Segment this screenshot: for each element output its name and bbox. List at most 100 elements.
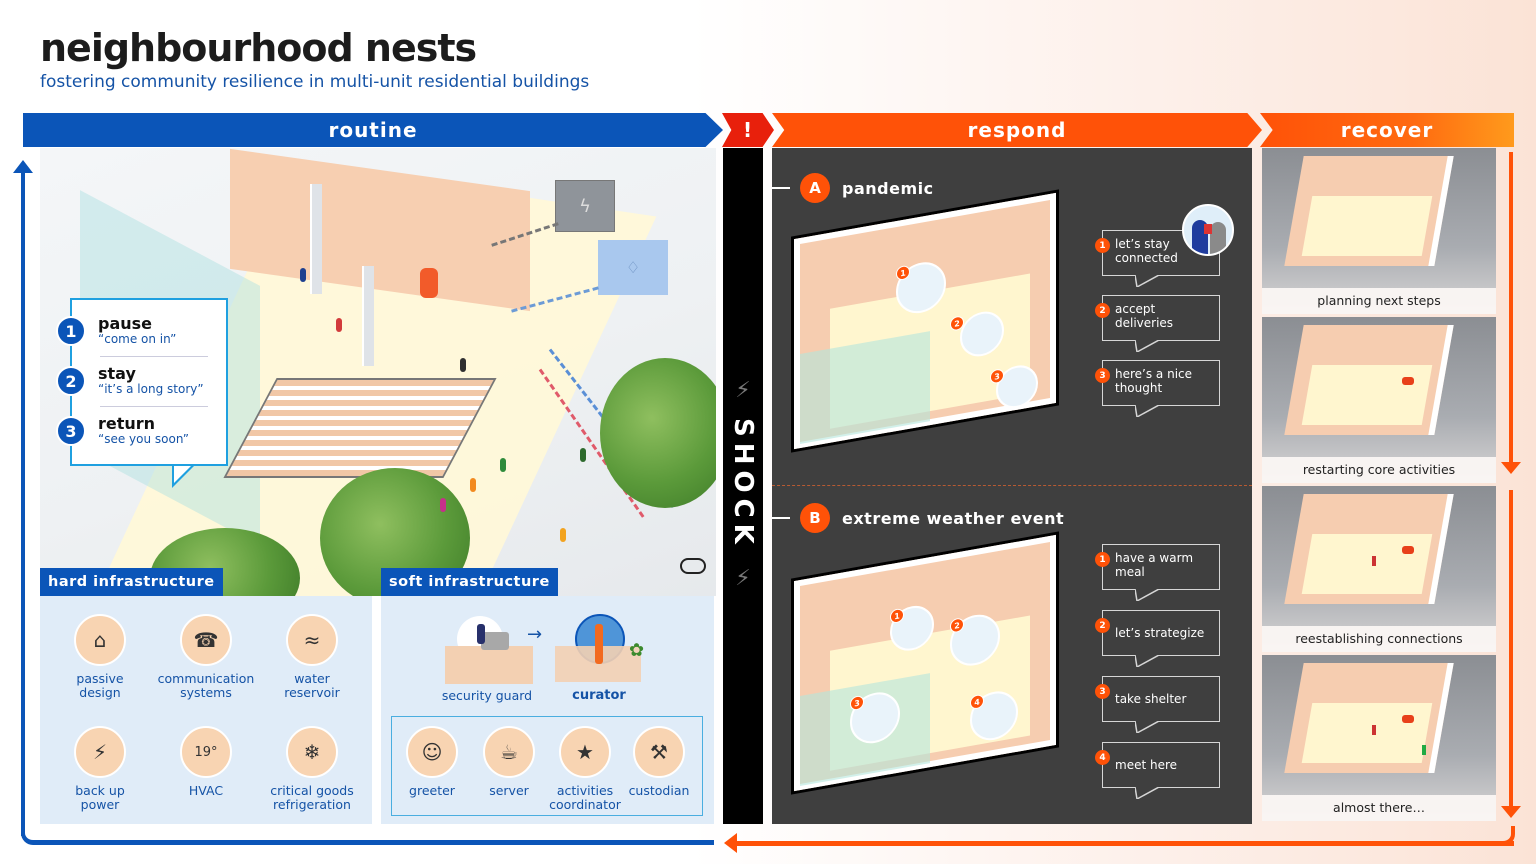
phase-label-recover: recover (1340, 118, 1434, 142)
shock-alert-icon: ! (742, 118, 754, 142)
recover-stage-3: reestablishing connections (1262, 486, 1496, 652)
speech-tail (1135, 589, 1159, 601)
scenario-badge: A (800, 173, 830, 203)
person (1422, 745, 1426, 755)
shock-column: ⚡ SHOCK ⚡ (723, 148, 763, 824)
person (500, 458, 506, 472)
stage-label: restarting core activities (1262, 457, 1496, 483)
pandemic-room-illustration: 1 2 3 (794, 192, 1056, 450)
shock-label: SHOCK (728, 418, 758, 550)
loop-arrow-bottom-orange (736, 841, 1514, 846)
lounge-sofa (420, 268, 438, 298)
recover-stage-4: almost there… (1262, 655, 1496, 821)
infra-item-passive-design: ⌂ passive design (45, 614, 155, 700)
stage-label: almost there… (1262, 795, 1496, 821)
cyclist (680, 558, 706, 574)
item-label: communication (157, 671, 255, 686)
page-subtitle: fostering community resilience in multi-… (40, 72, 590, 92)
phone-icon: ☎ (180, 614, 232, 666)
speech-tail (1135, 340, 1159, 352)
tree (600, 358, 716, 508)
person (560, 528, 566, 542)
role-label: activities (556, 783, 614, 798)
arrow-left-icon (724, 833, 737, 853)
person (1372, 556, 1376, 566)
role-label: custodian (628, 783, 690, 798)
progress-arrow-line (1509, 152, 1513, 462)
person (1372, 725, 1376, 735)
passive-design-icon: ⌂ (74, 614, 126, 666)
security-desk (445, 646, 533, 684)
person (580, 448, 586, 462)
backup-power-box: ϟ (555, 180, 615, 232)
action-number-badge: 4 (1095, 750, 1110, 765)
phase-band-routine: routine (23, 113, 723, 147)
security-guard-label: security guard (441, 688, 533, 703)
speech-tail (1135, 721, 1159, 733)
scenario-a-header: A pandemic (772, 173, 934, 203)
action-text: let’s strategize (1115, 626, 1205, 640)
stay-step-stay: 2 stay “it’s a long story” (56, 364, 204, 396)
room-floor (1301, 703, 1433, 763)
page-title: neighbourhood nests (40, 26, 477, 70)
server-icon: ☕ (483, 726, 535, 778)
action-number-badge: 3 (1095, 368, 1110, 383)
step-number-badge: 2 (56, 366, 86, 396)
item-label: power (80, 797, 120, 812)
action-text: let’s stay connected (1115, 237, 1178, 265)
step-quote: “it’s a long story” (98, 382, 204, 396)
speech-bubble: 4 meet here (1095, 742, 1220, 799)
loop-arrow-corner (21, 825, 41, 845)
hard-infrastructure-panel: ⌂ passive design ☎ communication systems… (40, 596, 372, 824)
generator-icon: ⚡ (74, 726, 126, 778)
scenario-badge: B (800, 503, 830, 533)
scenario-b-header: B extreme weather event (772, 503, 1064, 533)
stay-flow-callout: 1 pause “come on in” 2 stay “it’s a long… (56, 298, 228, 488)
arrow-down-icon (1501, 462, 1521, 474)
person (1210, 222, 1226, 254)
scenario-title: extreme weather event (842, 508, 1065, 528)
item-label: back up (75, 783, 125, 798)
action-number-badge: 3 (1095, 684, 1110, 699)
role-activities-coordinator: ★ activities coordinator (530, 726, 640, 812)
action-number-badge: 2 (1095, 303, 1110, 318)
role-label: server (489, 783, 529, 798)
action-text: accept deliveries (1115, 302, 1174, 330)
item-label: critical goods (270, 783, 354, 798)
speech-bubble: 1 have a warm meal (1095, 544, 1220, 601)
recover-stage-1: planning next steps (1262, 148, 1496, 314)
person (336, 318, 342, 332)
item-label: systems (180, 685, 232, 700)
item-label: refrigeration (273, 797, 351, 812)
action-number-badge: 1 (1095, 552, 1110, 567)
speech-bubble: 2 let’s strategize (1095, 610, 1220, 667)
stage-label: planning next steps (1262, 288, 1496, 314)
loop-arrow-bottom-blue (36, 840, 714, 845)
stage-label: reestablishing connections (1262, 626, 1496, 652)
infra-item-water-reservoir: ≈ water reservoir (257, 614, 367, 700)
speech-bubble: 3 here’s a nice thought (1095, 360, 1220, 417)
action-number-badge: 2 (1095, 618, 1110, 633)
security-guard-figure (477, 624, 485, 644)
room-floor (1301, 534, 1433, 594)
person (470, 478, 476, 492)
progress-arrow-line (1509, 490, 1513, 808)
step-quote: “come on in” (98, 332, 177, 346)
custodian-icon: ⚒ (633, 726, 685, 778)
action-text: have a warm meal (1115, 551, 1194, 579)
person (300, 268, 306, 282)
column (362, 266, 374, 366)
soft-infrastructure-tag: soft infrastructure (381, 568, 558, 596)
item-label: design (79, 685, 121, 700)
infra-item-hvac: 19° HVAC (151, 726, 261, 798)
item-label: passive (76, 671, 124, 686)
recover-stage-2: restarting core activities (1262, 317, 1496, 483)
step-number-badge: 1 (56, 316, 86, 346)
loop-arrow-up-line (21, 168, 25, 836)
sofa (1402, 715, 1414, 723)
role-custodian: ⚒ custodian (604, 726, 714, 798)
video-call-vignette (1182, 204, 1234, 256)
role-server: ☕ server (454, 726, 564, 798)
speech-bubble: 3 take shelter (1095, 676, 1220, 733)
plant-icon: ✿ (629, 640, 645, 661)
